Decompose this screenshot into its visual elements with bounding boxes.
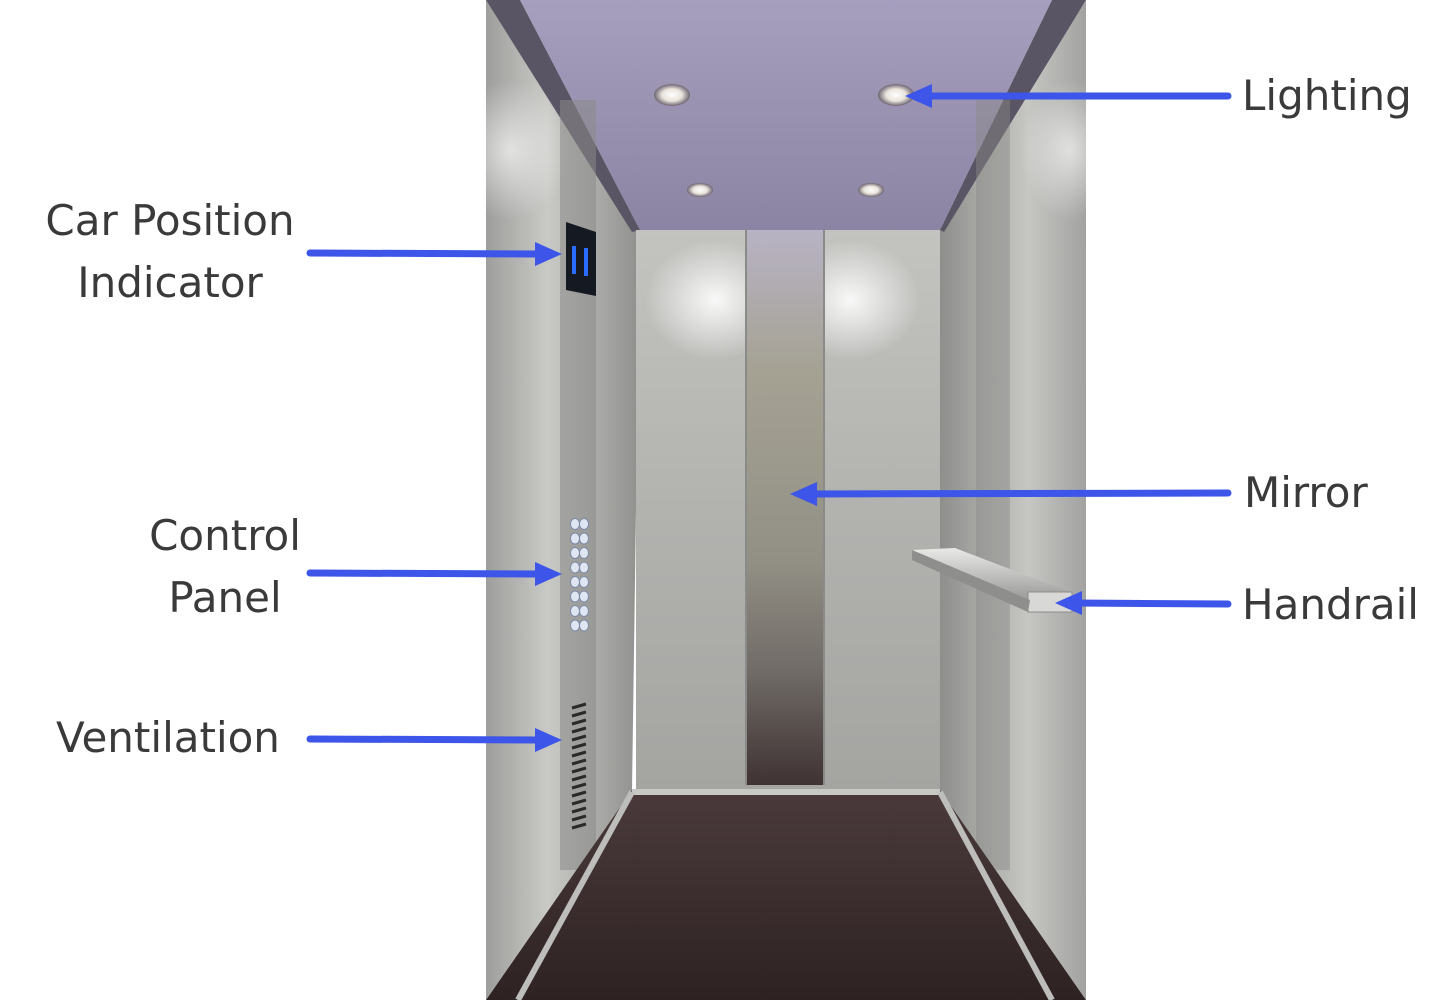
- control-panel-button: [570, 547, 580, 559]
- control-panel-button: [570, 619, 580, 632]
- ventilation-slot: [571, 710, 587, 718]
- right-wall-glow: [1020, 80, 1120, 220]
- ventilation-slot: [571, 750, 587, 758]
- indicator-digits-icon: [572, 246, 576, 274]
- label-control-panel: Control Panel: [140, 505, 310, 629]
- control-panel-button: [579, 619, 589, 632]
- label-control-panel-line2: Panel: [168, 573, 282, 622]
- control-panel-button: [570, 605, 580, 617]
- ventilation-slot: [571, 798, 587, 806]
- control-panel-button: [579, 518, 589, 530]
- ceiling: [520, 0, 1052, 230]
- handrail: [912, 548, 1073, 613]
- ventilation-slot: [571, 822, 587, 830]
- control-panel-button: [579, 547, 589, 559]
- indicator-digits-icon: [584, 248, 588, 276]
- ventilation-slot: [571, 718, 587, 726]
- ventilation-slot: [571, 758, 587, 766]
- ventilation-slot: [571, 774, 587, 782]
- control-panel-button: [579, 576, 589, 588]
- ventilation-slot: [571, 766, 587, 774]
- ceiling-edge-right: [940, 0, 1086, 232]
- label-car-position-line1: Car Position: [45, 196, 295, 245]
- ventilation-grille: [571, 702, 587, 830]
- ventilation-slot: [571, 734, 587, 742]
- ceiling-light: [687, 183, 713, 197]
- ventilation-slot: [571, 782, 587, 790]
- floor-edge-left: [515, 790, 635, 1000]
- control-panel-button: [570, 590, 580, 603]
- label-car-position-indicator: Car Position Indicator: [40, 190, 300, 314]
- ceiling-light: [654, 84, 690, 106]
- label-control-panel-line1: Control: [149, 511, 301, 560]
- label-ventilation: Ventilation: [56, 713, 280, 762]
- control-panel-arrow: [306, 562, 562, 586]
- ventilation-slot: [571, 702, 587, 710]
- callout-arrows: [306, 84, 1232, 752]
- ceiling-light: [878, 84, 914, 106]
- control-panel-button: [570, 532, 580, 545]
- label-handrail: Handrail: [1242, 580, 1419, 629]
- control-panel-buttons: [570, 518, 589, 632]
- label-car-position-line2: Indicator: [77, 258, 263, 307]
- control-panel-button: [570, 576, 580, 588]
- front-jamb-right: [976, 100, 1010, 870]
- lighting-arrow: [905, 84, 1232, 108]
- ventilation-slot: [571, 814, 587, 822]
- control-panel-button: [579, 590, 589, 603]
- car-position-indicator-display: [566, 222, 596, 296]
- left-wall-glow: [450, 80, 570, 220]
- ceiling-light: [858, 183, 884, 197]
- control-panel-button: [570, 561, 580, 574]
- ceiling-lights: [654, 84, 914, 197]
- mirror: [746, 230, 824, 785]
- mirror-arrow: [790, 482, 1232, 506]
- label-lighting: Lighting: [1242, 71, 1412, 120]
- floor-edge-right: [937, 790, 1055, 1000]
- control-panel-button: [579, 532, 589, 545]
- ventilation-slot: [571, 806, 587, 814]
- elevator-cabin: [450, 0, 1120, 1000]
- handrail-arrow: [1055, 591, 1232, 615]
- car-position-indicator-arrow: [306, 242, 562, 266]
- ventilation-slot: [571, 790, 587, 798]
- right-wall: [940, 0, 1086, 1000]
- control-panel-button: [579, 605, 589, 617]
- ventilation-arrow: [306, 728, 562, 752]
- ventilation-slot: [571, 726, 587, 734]
- control-panel-button: [570, 518, 580, 530]
- control-panel-button: [579, 561, 589, 574]
- floor: [486, 790, 1086, 1000]
- ventilation-slot: [571, 742, 587, 750]
- label-mirror: Mirror: [1244, 468, 1368, 517]
